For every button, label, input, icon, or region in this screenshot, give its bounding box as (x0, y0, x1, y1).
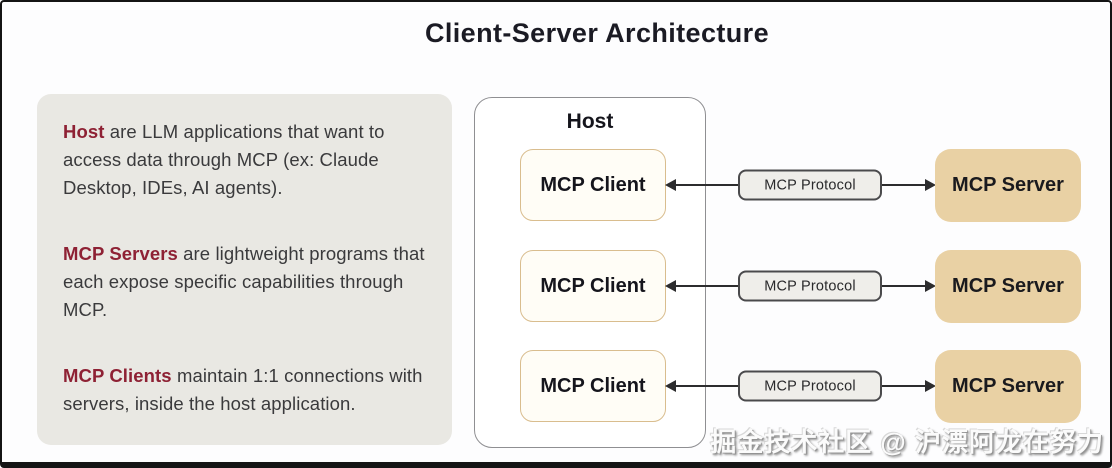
arrowhead-right-icon (925, 380, 936, 392)
mcp-protocol-label-2: MCP Protocol (738, 270, 882, 302)
term-mcp-servers: MCP Servers (63, 243, 178, 264)
arrowhead-right-icon (925, 179, 936, 191)
term-host: Host (63, 121, 105, 142)
mcp-server-box-1: MCP Server (935, 149, 1081, 222)
arrowhead-left-icon (665, 280, 676, 292)
info-paragraph-servers: MCP Servers are lightweight programs tha… (63, 240, 426, 324)
mcp-server-box-2: MCP Server (935, 250, 1081, 323)
info-panel: Host are LLM applications that want to a… (37, 94, 452, 445)
paragraph-text: are LLM applications that want to access… (63, 121, 385, 198)
mcp-protocol-label-1: MCP Protocol (738, 169, 882, 201)
connector-2: MCP Protocol (665, 250, 936, 322)
arrowhead-left-icon (665, 179, 676, 191)
mcp-protocol-label-3: MCP Protocol (738, 370, 882, 402)
info-paragraph-host: Host are LLM applications that want to a… (63, 118, 426, 202)
watermark-text: 掘金技术社区 @ 沪漂阿龙在努力 (710, 427, 1104, 457)
mcp-client-box-2: MCP Client (520, 250, 666, 322)
host-title: Host (566, 110, 614, 133)
mcp-client-box-3: MCP Client (520, 350, 666, 422)
connector-3: MCP Protocol (665, 350, 936, 422)
arrowhead-right-icon (925, 280, 936, 292)
diagram-title: Client-Server Architecture (424, 18, 769, 48)
info-paragraph-clients: MCP Clients maintain 1:1 connections wit… (63, 362, 426, 418)
mcp-server-box-3: MCP Server (935, 350, 1081, 423)
mcp-client-box-1: MCP Client (520, 149, 666, 221)
paragraph-text: are lightweight programs that each expos… (63, 243, 425, 320)
term-mcp-clients: MCP Clients (63, 365, 172, 386)
paragraph-text: maintain 1:1 connections with servers, i… (63, 365, 423, 414)
connector-1: MCP Protocol (665, 149, 936, 221)
arrowhead-left-icon (665, 380, 676, 392)
